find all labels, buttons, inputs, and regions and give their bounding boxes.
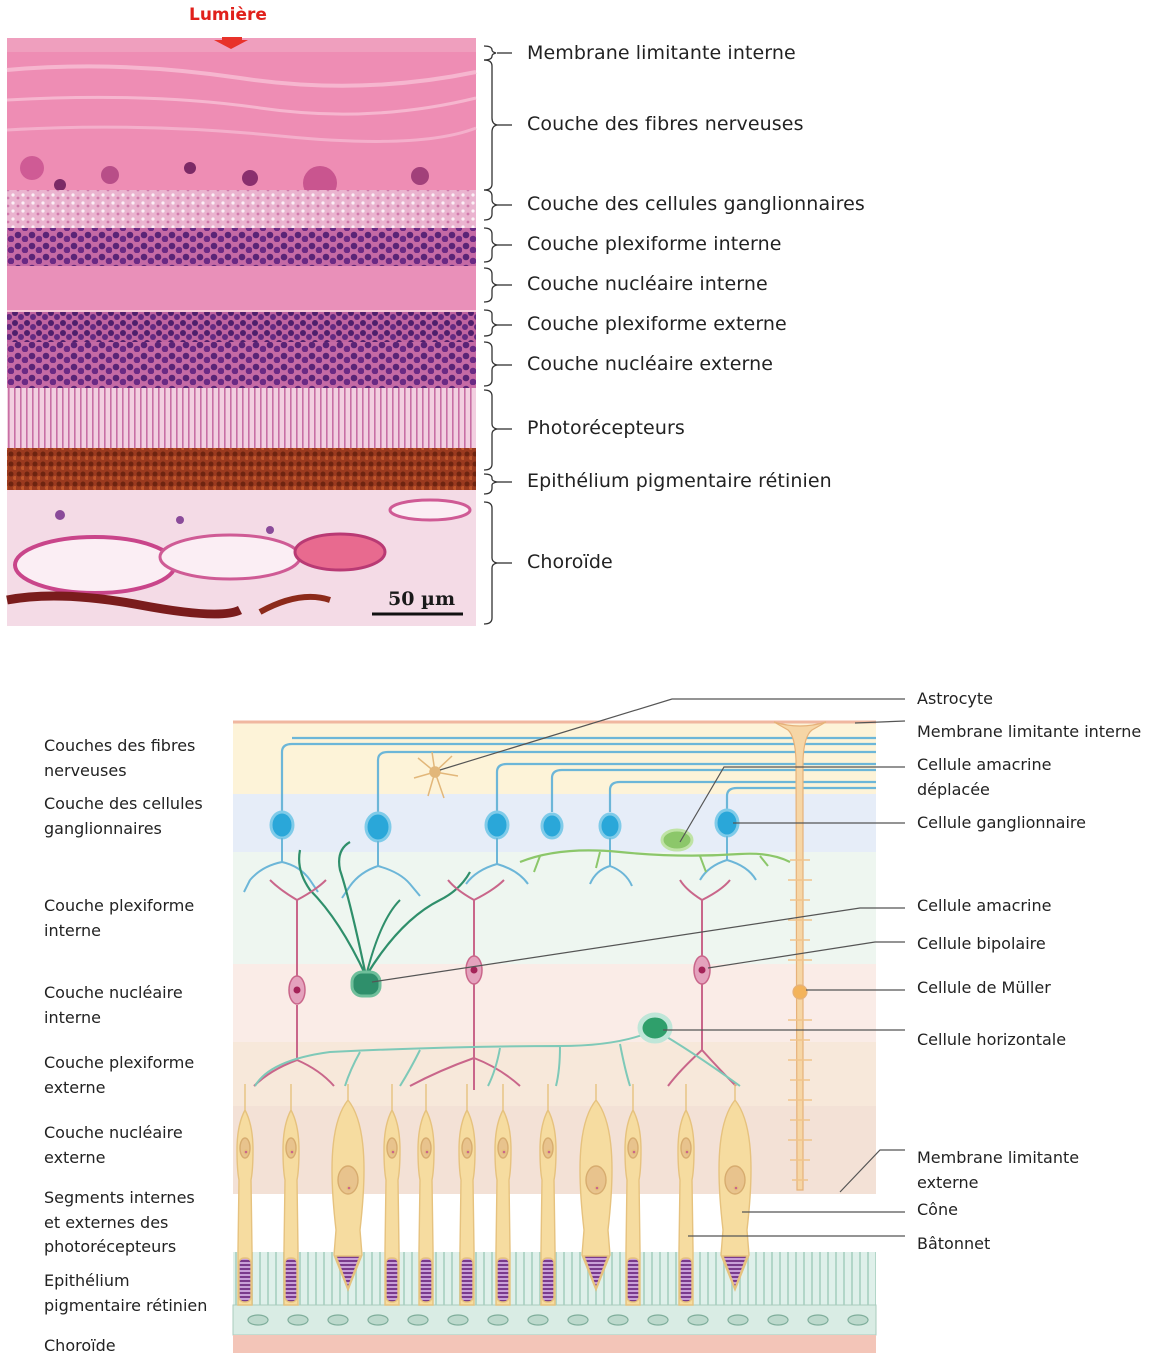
label-membrane-limitante-interne: Membrane limitante interne [527, 42, 796, 64]
right-label-muller: Cellule de Müller [917, 976, 1051, 1001]
left-label-choroide: Choroïde [44, 1334, 204, 1359]
left-label-nucleaire-externe: Couche nucléaire externe [44, 1121, 204, 1170]
right-label-bipolaire: Cellule bipolaire [917, 932, 1046, 957]
left-label-segments-photorecepteurs: Segments internes et externes des photor… [44, 1186, 204, 1260]
left-label-fibres-nerveuses: Couches des fibres nerveuses [44, 734, 219, 783]
right-label-horizontale: Cellule horizontale [917, 1028, 1066, 1053]
label-couche-nucleaire-interne: Couche nucléaire interne [527, 273, 768, 295]
left-label-nucleaire-interne: Couche nucléaire interne [44, 981, 204, 1030]
left-label-epithelium-pigmentaire: Epithélium pigmentaire rétinien [44, 1269, 219, 1318]
right-label-amacrine-deplacee: Cellule amacrine déplacée [917, 753, 1067, 802]
label-couche-plexiforme-interne: Couche plexiforme interne [527, 233, 782, 255]
layer-brackets [484, 46, 512, 624]
right-label-ganglionnaire: Cellule ganglionnaire [917, 811, 1086, 836]
left-label-cellules-ganglionnaires: Couche des cellules ganglionnaires [44, 792, 219, 841]
scale-bar-label: 50 µm [388, 588, 455, 610]
right-label-membrane-limitante-interne: Membrane limitante interne [917, 720, 1141, 745]
left-label-plexiforme-interne: Couche plexiforme interne [44, 894, 214, 943]
right-label-cone: Cône [917, 1198, 958, 1223]
right-label-batonnet: Bâtonnet [917, 1232, 990, 1257]
label-photorecepteurs: Photorécepteurs [527, 417, 685, 439]
label-couche-plexiforme-externe: Couche plexiforme externe [527, 313, 787, 335]
label-couche-cellules-ganglionnaires: Couche des cellules ganglionnaires [527, 193, 865, 215]
label-couche-nucleaire-externe: Couche nucléaire externe [527, 353, 773, 375]
right-label-amacrine: Cellule amacrine [917, 894, 1051, 919]
histology-image [7, 38, 476, 626]
label-choroide: Choroïde [527, 551, 613, 573]
left-label-plexiforme-externe: Couche plexiforme externe [44, 1051, 214, 1100]
retina-schematic [233, 722, 876, 1353]
right-label-astrocyte: Astrocyte [917, 687, 993, 712]
label-couche-fibres-nerveuses: Couche des fibres nerveuses [527, 113, 804, 135]
light-label: Lumière [189, 5, 267, 25]
right-label-membrane-limitante-externe: Membrane limitante externe [917, 1146, 1107, 1195]
label-epithelium-pigmentaire: Epithélium pigmentaire rétinien [527, 470, 832, 492]
